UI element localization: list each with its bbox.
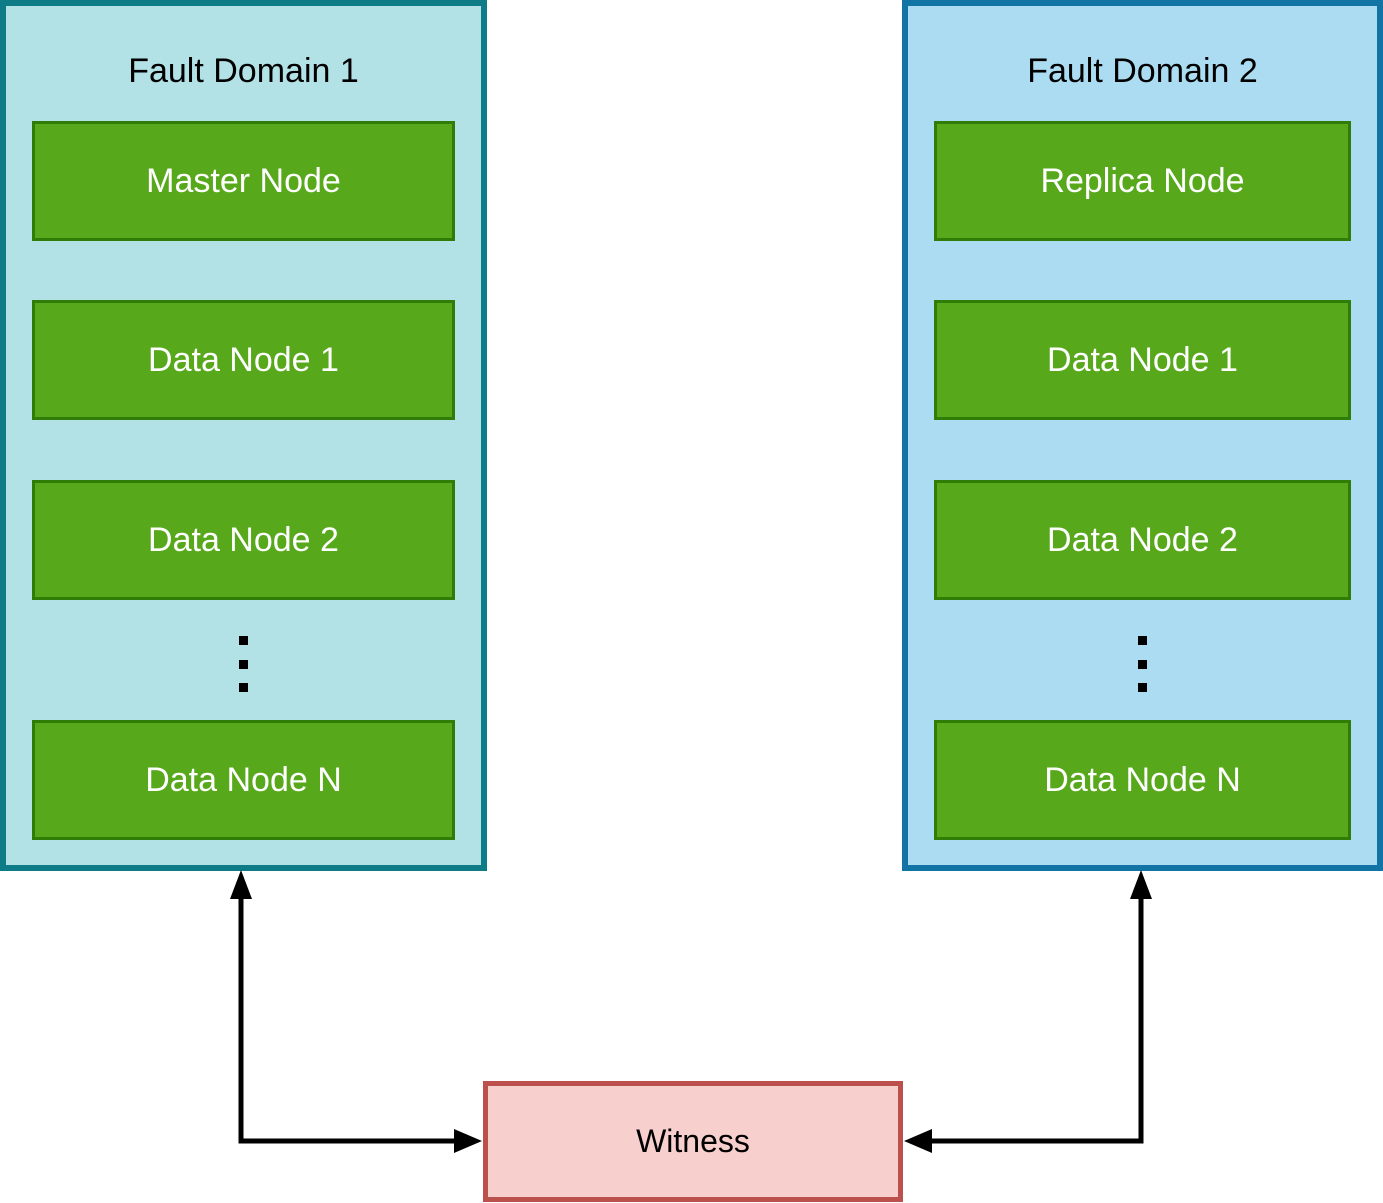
fd2-replica-node-box: Replica Node [934, 121, 1351, 241]
ellipsis-dot [239, 636, 248, 645]
arrowhead-up-fd1 [230, 870, 252, 899]
fault-domain-2-title: Fault Domain 2 [1027, 52, 1258, 90]
fd1-vertical-ellipsis [6, 636, 481, 692]
fd1-data-node-n-box: Data Node N [32, 720, 455, 840]
ellipsis-dot [239, 659, 248, 669]
fd1-master-node-box: Master Node [32, 121, 455, 241]
witness-label: Witness [636, 1123, 750, 1159]
fd1-data-node-1-box: Data Node 1 [32, 300, 455, 420]
arrowhead-up-fd2 [1130, 870, 1152, 899]
fd2-vertical-ellipsis [908, 636, 1377, 692]
arrowhead-into-witness-right [904, 1129, 932, 1153]
connector-fd1-witness [230, 870, 482, 1153]
ellipsis-dot [1138, 659, 1147, 669]
fd1-data-node-2-box: Data Node 2 [32, 480, 455, 600]
fault-domain-1-container: Fault Domain 1 Master Node Data Node 1 D… [0, 0, 487, 871]
arrowhead-into-witness-left [454, 1129, 482, 1153]
connector-fd2-witness [904, 870, 1152, 1153]
fd2-data-node-1-box: Data Node 1 [934, 300, 1351, 420]
fault-domain-1-title: Fault Domain 1 [128, 52, 359, 90]
ellipsis-dot [239, 683, 248, 692]
witness-box: Witness [483, 1081, 903, 1202]
fault-domain-2-container: Fault Domain 2 Replica Node Data Node 1 … [902, 0, 1383, 871]
ellipsis-dot [1138, 636, 1147, 645]
ellipsis-dot [1138, 683, 1147, 692]
fd2-data-node-2-box: Data Node 2 [934, 480, 1351, 600]
fd2-data-node-n-box: Data Node N [934, 720, 1351, 840]
